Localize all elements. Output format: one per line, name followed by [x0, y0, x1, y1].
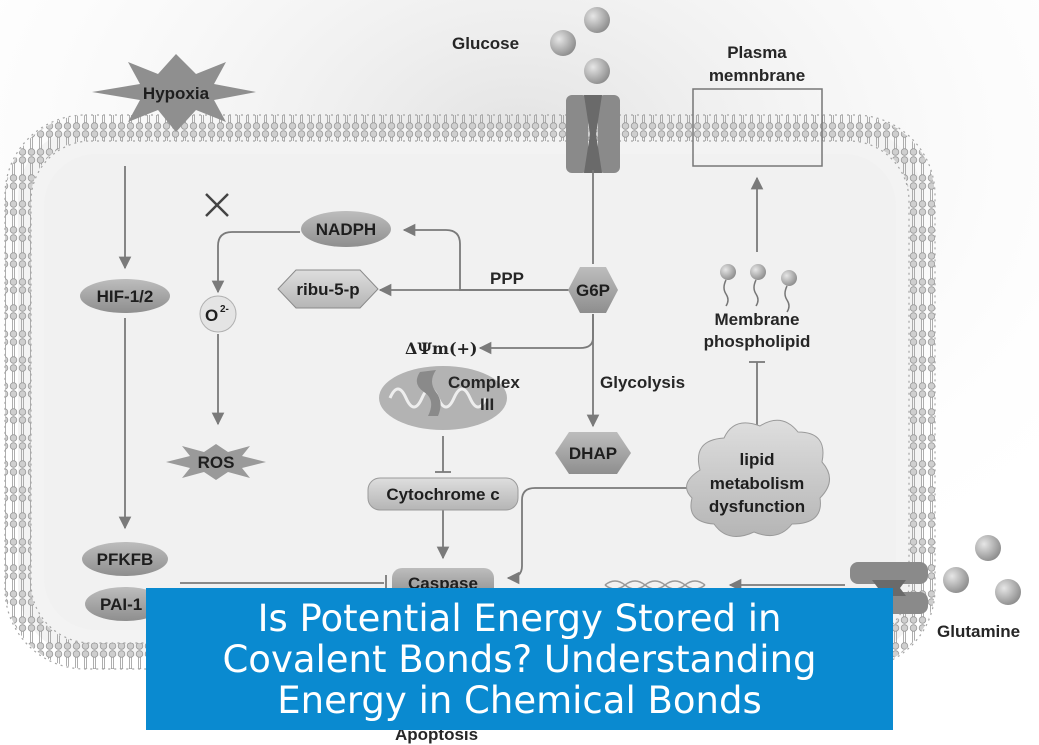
glutamine-molecules: [943, 535, 1021, 605]
superoxide-label: O: [205, 306, 218, 325]
pathway-arrows: [118, 166, 845, 592]
plasma-membrane-label-line2: memnbrane: [709, 66, 805, 85]
superoxide-charge: 2-: [220, 304, 229, 315]
pfkfb-node: PFKFB: [82, 542, 168, 576]
pai1-label: PAI-1: [100, 595, 142, 614]
pai1-node: PAI-1: [85, 587, 165, 621]
glucose-transporter-icon: [566, 95, 620, 173]
ros-node: ROS: [166, 444, 266, 480]
glucose-molecules: [550, 7, 610, 84]
glutamine-label: Glutamine: [937, 622, 1020, 641]
membrane-potential-label: ΔΨm(+): [405, 339, 478, 358]
cytochrome-c-node: Cytochrome c: [367, 477, 519, 511]
lipid-dysfunction-node: lipid metabolism dysfunction: [686, 419, 830, 537]
mitochondrion-icon: [379, 366, 507, 430]
complex-iii-label-line2: III: [480, 395, 494, 414]
plasma-membrane-zoom-box: [692, 88, 823, 167]
ppp-label: PPP: [490, 269, 524, 288]
nadph-label: NADPH: [316, 220, 376, 239]
phospholipid-icons: [720, 264, 797, 313]
dhap-node: DHAP: [555, 432, 631, 474]
lipid-label-line2: metabolism: [710, 474, 804, 493]
title-banner: Is Potential Energy Stored in Covalent B…: [146, 588, 893, 730]
membrane-phospholipid-label-line2: phospholipid: [704, 332, 811, 351]
glucose-label: Glucose: [452, 34, 519, 53]
g6p-node: G6P: [568, 267, 618, 313]
pfkfb-label: PFKFB: [97, 550, 154, 569]
lipid-label-line3: dysfunction: [709, 497, 805, 516]
hypoxia-node: Hypoxia: [92, 54, 256, 132]
blocked-x-icon: [205, 193, 229, 217]
banner-title: Is Potential Energy Stored in Covalent B…: [222, 596, 817, 722]
cytochrome-c-label: Cytochrome c: [386, 485, 499, 504]
dhap-label: DHAP: [569, 444, 617, 463]
hif-node: HIF-1/2: [80, 279, 170, 313]
hif-label: HIF-1/2: [97, 287, 154, 306]
glycolysis-label: Glycolysis: [600, 373, 685, 392]
ros-label: ROS: [198, 453, 235, 472]
hypoxia-label: Hypoxia: [143, 84, 210, 103]
nadph-node: NADPH: [301, 211, 391, 247]
membrane-phospholipid-label-line1: Membrane: [714, 310, 799, 329]
ribu5p-label: ribu-5-p: [296, 280, 359, 299]
superoxide-node: O 2-: [199, 295, 237, 333]
ribu5p-node: ribu-5-p: [277, 269, 379, 309]
g6p-label: G6P: [576, 281, 610, 300]
plasma-membrane-label-line1: Plasma: [727, 43, 787, 62]
complex-iii-label-line1: Complex: [448, 373, 520, 392]
lipid-label-line1: lipid: [740, 450, 775, 469]
